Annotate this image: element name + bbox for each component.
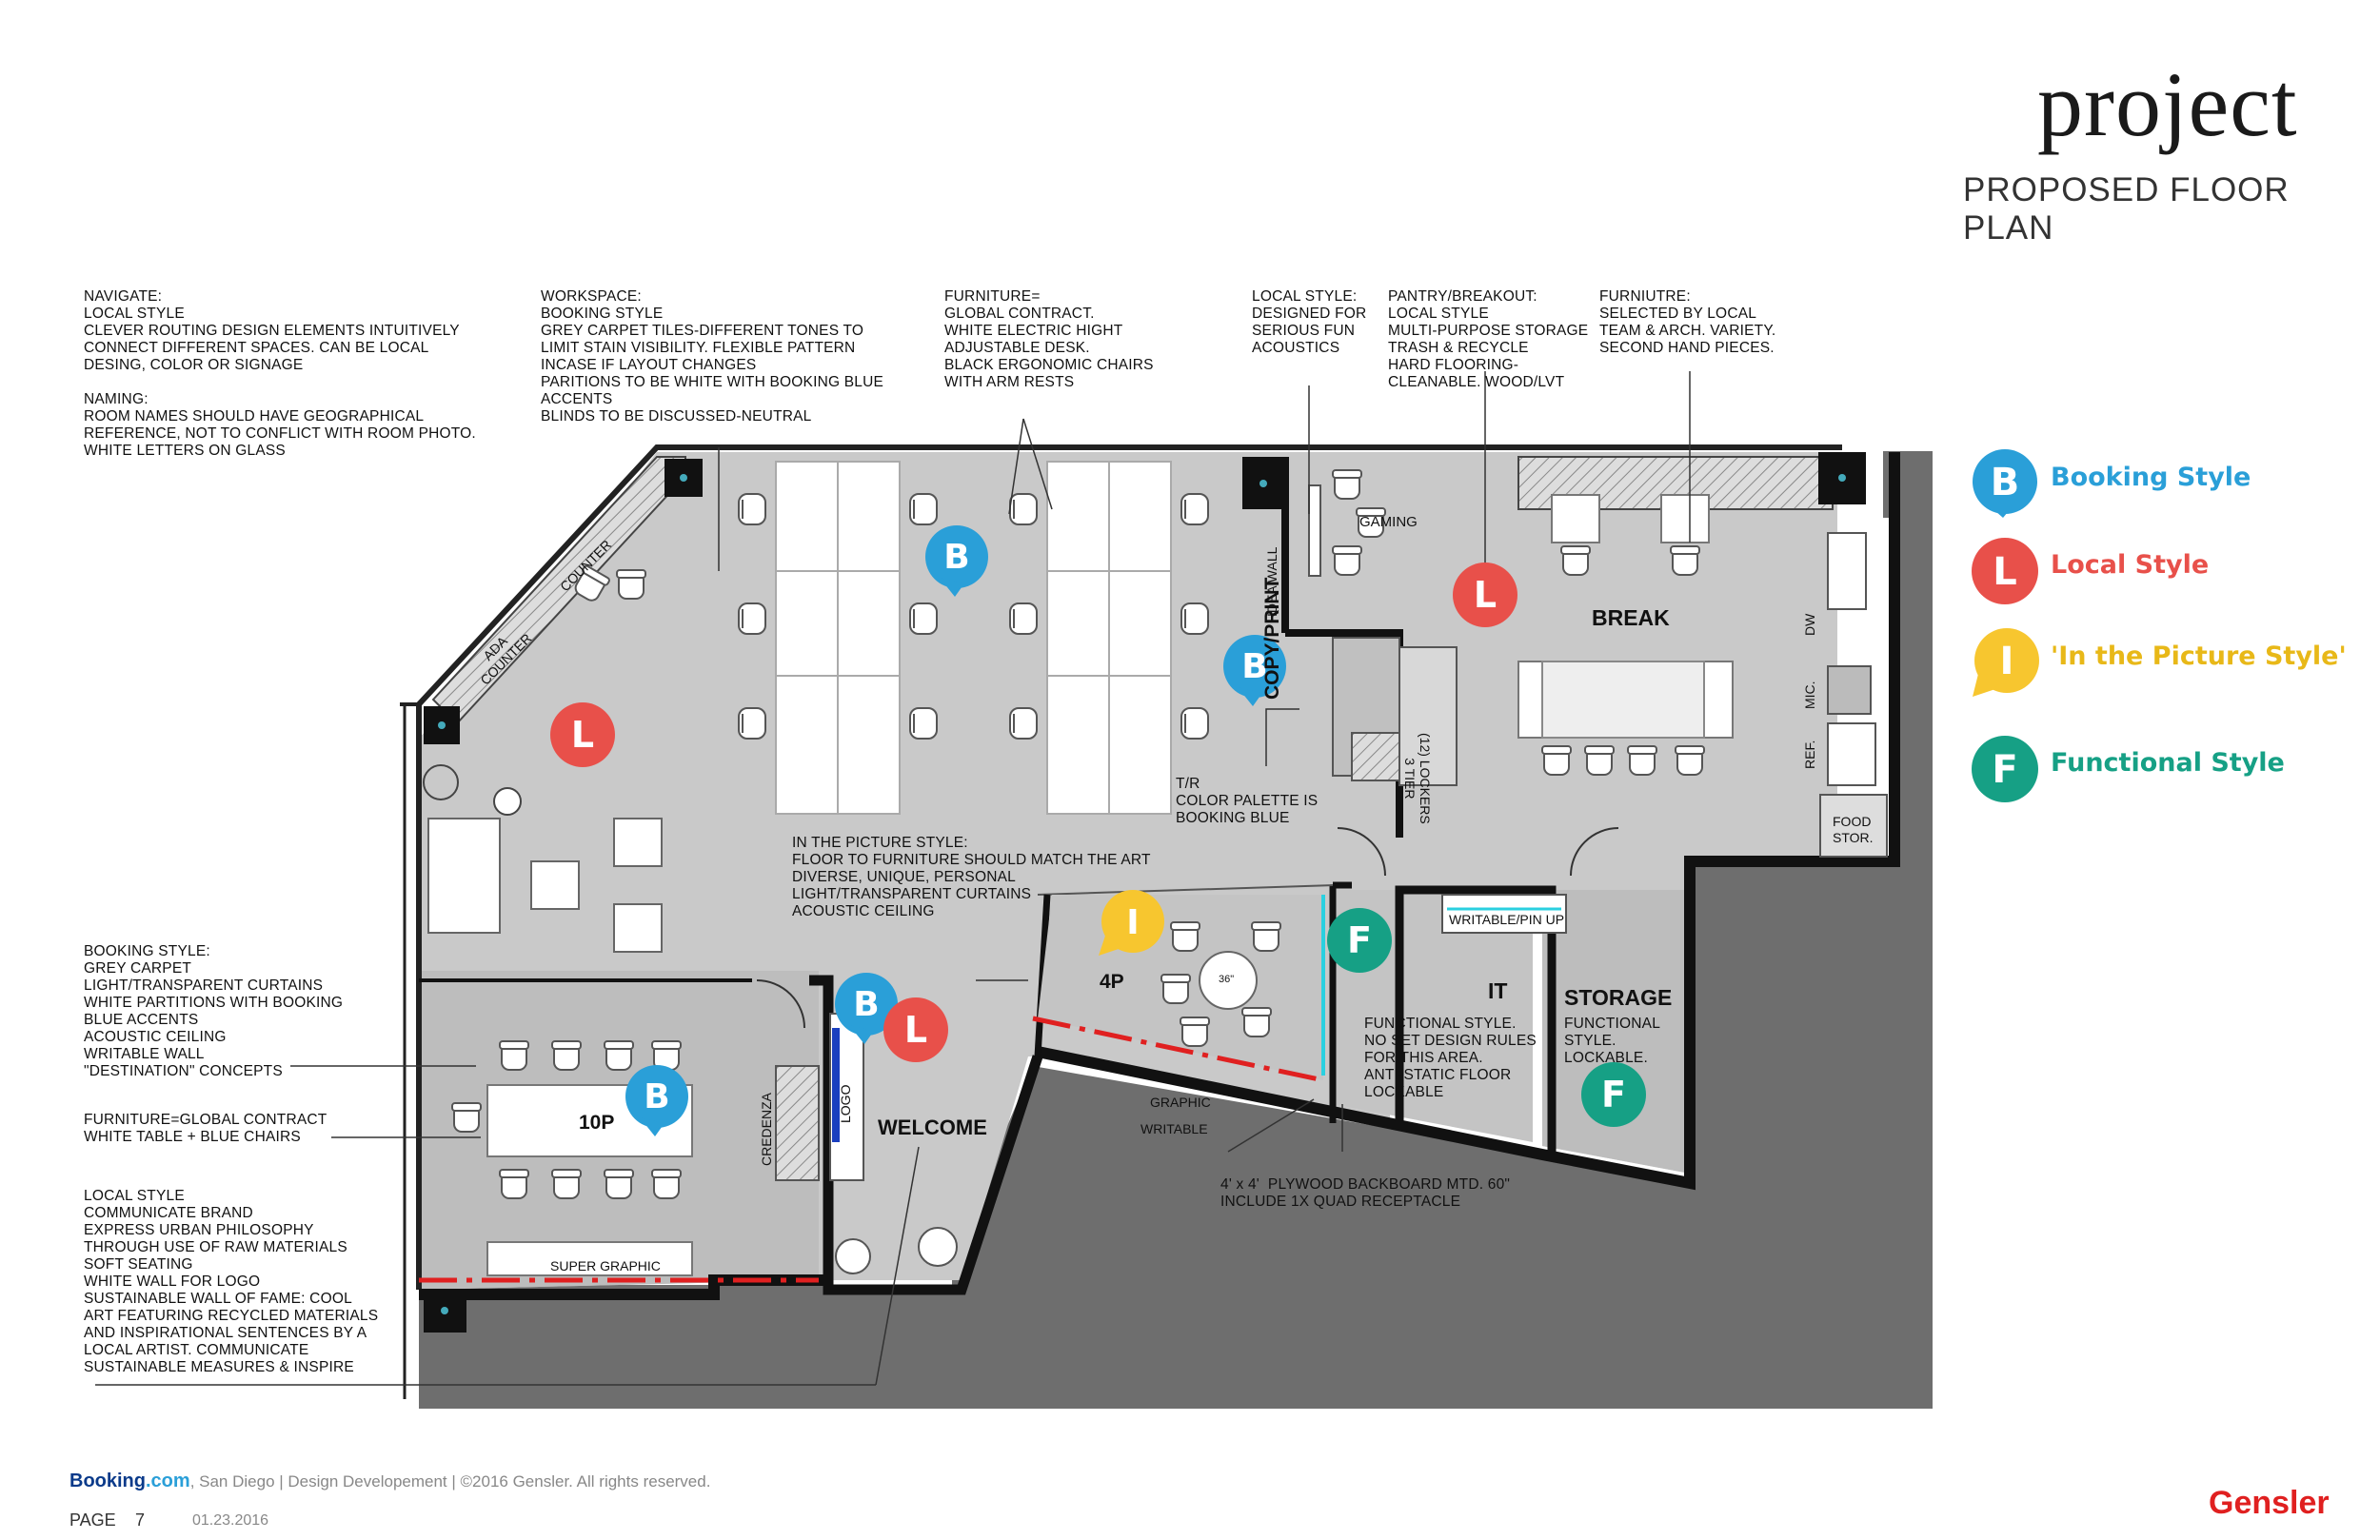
note-pantry: PANTRY/BREAKOUT: LOCAL STYLE MULTI-PURPO… <box>1388 288 1589 390</box>
room-welcome: WELCOME <box>878 1116 987 1139</box>
note-storage: FUNCTIONAL STYLE. LOCKABLE. <box>1564 1016 1661 1066</box>
marker-booking-welcome: B <box>835 973 898 1044</box>
label-graphic: GRAPHIC <box>1150 1095 1211 1110</box>
svg-text:F: F <box>1347 919 1372 961</box>
svg-text:F: F <box>1601 1074 1626 1116</box>
marker-local-lounge: L <box>550 702 615 767</box>
note-workspace: WORKSPACE: BOOKING STYLE GREY CARPET TIL… <box>541 288 884 424</box>
room-10p: 10P <box>579 1112 615 1134</box>
marker-booking-conference: B <box>625 1065 688 1136</box>
note-furniture-global: FURNITURE=GLOBAL CONTRACT WHITE TABLE + … <box>84 1112 327 1145</box>
legend-item-booking: B Booking Style <box>1967 445 2367 522</box>
page-label: PAGE <box>69 1510 116 1530</box>
legend-label: 'In the Picture Style' <box>2051 642 2347 671</box>
label-table-size: 36" <box>1219 974 1235 985</box>
gensler-logo: Gensler <box>2209 1485 2330 1521</box>
label-idea-wall: IDEA WALL <box>1264 546 1279 617</box>
page-title: project <box>2037 53 2298 155</box>
marker-functional-storage: F <box>1581 1062 1646 1127</box>
label-food-stor: FOOD STOR. <box>1833 814 1874 845</box>
legend-label: Functional Style <box>2051 748 2285 778</box>
label-credenza: CREDENZA <box>759 1092 774 1166</box>
marker-local-break: L <box>1453 563 1517 627</box>
svg-text:L: L <box>904 1009 927 1051</box>
note-in-picture: IN THE PICTURE STYLE: FLOOR TO FURNITURE… <box>792 835 1151 919</box>
note-plywood: 4' x 4' PLYWOOD BACKBOARD MTD. 60" INCLU… <box>1220 1176 1511 1210</box>
label-writable: WRITABLE <box>1140 1121 1208 1136</box>
legend-b-icon: B <box>1973 449 2037 518</box>
label-mic: MIC. <box>1802 681 1817 709</box>
footer-line: Booking.com, San Diego | Design Develope… <box>69 1471 710 1492</box>
svg-text:L: L <box>571 714 594 756</box>
page-subtitle: PROPOSED FLOOR PLAN <box>1963 171 2290 247</box>
svg-text:B: B <box>1991 461 2020 504</box>
label-super-graphic: SUPER GRAPHIC <box>550 1258 661 1273</box>
brand-name: Booking <box>69 1471 146 1491</box>
note-furniutre: FURNIUTRE: SELECTED BY LOCAL TEAM & ARCH… <box>1599 288 1776 356</box>
legend-label: Local Style <box>2051 550 2210 580</box>
footer-info: , San Diego | Design Developement | ©201… <box>189 1472 711 1491</box>
room-it: IT <box>1488 978 1508 1003</box>
svg-text:B: B <box>943 538 969 577</box>
marker-local-welcome: L <box>883 997 948 1062</box>
label-ref: REF. <box>1802 740 1817 769</box>
legend-f-icon: F <box>1972 736 2038 802</box>
svg-text:I: I <box>1126 903 1139 942</box>
note-local-brand: LOCAL STYLE COMMUNICATE BRAND EXPRESS UR… <box>84 1188 379 1375</box>
page-number: 7 <box>135 1510 146 1530</box>
label-logo: LOGO <box>838 1084 853 1123</box>
svg-text:F: F <box>1992 748 2017 792</box>
footer-date: 01.23.2016 <box>192 1512 269 1529</box>
marker-booking-workspace: B <box>925 525 988 597</box>
label-dw: DW <box>1802 613 1817 636</box>
room-storage: STORAGE <box>1564 985 1673 1010</box>
legend-item-functional: F Functional Style <box>1967 731 2367 807</box>
note-furniture: FURNITURE= GLOBAL CONTRACT. WHITE ELECTR… <box>944 288 1154 390</box>
note-booking-style: BOOKING STYLE: GREY CARPET LIGHT/TRANSPA… <box>84 943 344 1079</box>
note-local-style: LOCAL STYLE: DESIGNED FOR SERIOUS FUN AC… <box>1252 288 1367 356</box>
room-gaming: GAMING <box>1359 514 1418 530</box>
marker-functional-it: F <box>1327 908 1392 973</box>
legend-label: Booking Style <box>2051 463 2251 492</box>
note-navigate: NAVIGATE: LOCAL STYLE CLEVER ROUTING DES… <box>84 288 476 459</box>
marker-in-picture: I <box>1099 890 1164 956</box>
svg-text:L: L <box>1474 574 1497 616</box>
room-4p: 4P <box>1100 971 1124 993</box>
marker-booking-copy: B <box>1223 635 1286 706</box>
label-lockers: (12) LOCKERS 3 TIER <box>1402 733 1433 824</box>
legend-l-icon: L <box>1972 538 2038 604</box>
note-functional: FUNCTIONAL STYLE. NO SET DESIGN RULES FO… <box>1364 1016 1537 1100</box>
svg-text:B: B <box>1241 647 1267 686</box>
label-writable-pin-up: WRITABLE/PIN UP <box>1449 912 1565 927</box>
svg-text:L: L <box>1993 550 2017 594</box>
svg-text:I: I <box>2000 640 2014 683</box>
legend-item-local: L Local Style <box>1967 533 2367 609</box>
legend-i-icon: I <box>1973 628 2039 697</box>
brand-suffix: .com <box>146 1471 190 1491</box>
note-tr-color: T/R COLOR PALETTE IS BOOKING BLUE <box>1176 776 1319 826</box>
svg-text:B: B <box>644 1077 669 1116</box>
svg-text:B: B <box>853 985 879 1024</box>
room-break: BREAK <box>1592 605 1670 630</box>
legend-item-in-picture: I 'In the Picture Style' <box>1967 624 2367 701</box>
